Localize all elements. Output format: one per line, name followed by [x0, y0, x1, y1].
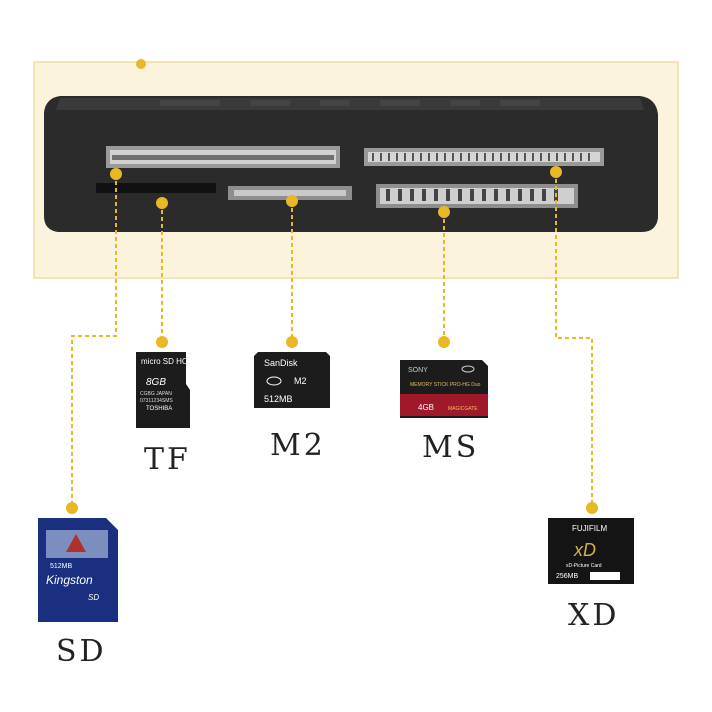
xd-card-logo: xD — [573, 540, 596, 560]
xd-card-capacity: 256MB — [556, 573, 579, 580]
xd-card-subtitle: xD-Picture Card — [566, 563, 602, 569]
m2-card: SanDisk M2 512MB — [254, 352, 330, 408]
tf-slot — [96, 183, 216, 193]
ms-card-line: MEMORY STICK PRO-HG Duo — [410, 382, 481, 388]
sd-card-brand: Kingston — [46, 573, 93, 587]
m2-slot — [228, 186, 352, 200]
label-tf: TF — [144, 442, 191, 477]
leader-dots — [66, 166, 598, 514]
label-m2: M2 — [270, 428, 326, 463]
sd-card: 512MB Kingston SD — [38, 518, 118, 622]
memory-stick-logo-icon — [266, 376, 282, 386]
panel-top-dot — [136, 59, 146, 69]
leader-lines — [71, 172, 593, 508]
xd-slot — [364, 148, 604, 166]
ms-card-badge: MAGICGATE — [448, 406, 478, 412]
tf-card-serial: 07311234SMS — [140, 398, 173, 404]
sd-card-logo: SD — [88, 593, 99, 602]
tf-card: micro SD HC 8GB CGBG JAPAN 07311234SMS T… — [136, 352, 190, 428]
ms-slot — [376, 184, 578, 208]
leader-xd — [555, 172, 593, 508]
sd-slot — [106, 146, 340, 168]
memory-stick-logo-icon — [461, 365, 475, 373]
ms-card-brand: SONY — [408, 367, 428, 374]
tf-card-origin: CGBG JAPAN — [140, 391, 172, 397]
reader-emboss — [160, 100, 540, 106]
leader-sd — [71, 174, 117, 508]
label-sd: SD — [56, 634, 107, 669]
ms-card-capacity: 4GB — [418, 403, 434, 412]
tf-card-maker: TOSHIBA — [146, 406, 172, 412]
label-ms: MS — [422, 430, 480, 465]
m2-card-type: M2 — [294, 376, 307, 386]
label-xd: XD — [568, 598, 620, 633]
m2-card-capacity: 512MB — [264, 394, 293, 404]
xd-card-brand: FUJIFILM — [572, 524, 607, 533]
tf-card-brand: micro SD HC — [141, 357, 188, 366]
tf-card-capacity: 8GB — [146, 377, 166, 388]
xd-card: FUJIFILM xD xD-Picture Card 256MB — [548, 518, 634, 584]
card-reader-body — [44, 96, 658, 232]
ms-card: SONY MEMORY STICK PRO-HG Duo 4GB MAGICGA… — [400, 360, 488, 418]
m2-card-brand: SanDisk — [264, 358, 298, 368]
sd-card-capacity: 512MB — [50, 563, 73, 570]
